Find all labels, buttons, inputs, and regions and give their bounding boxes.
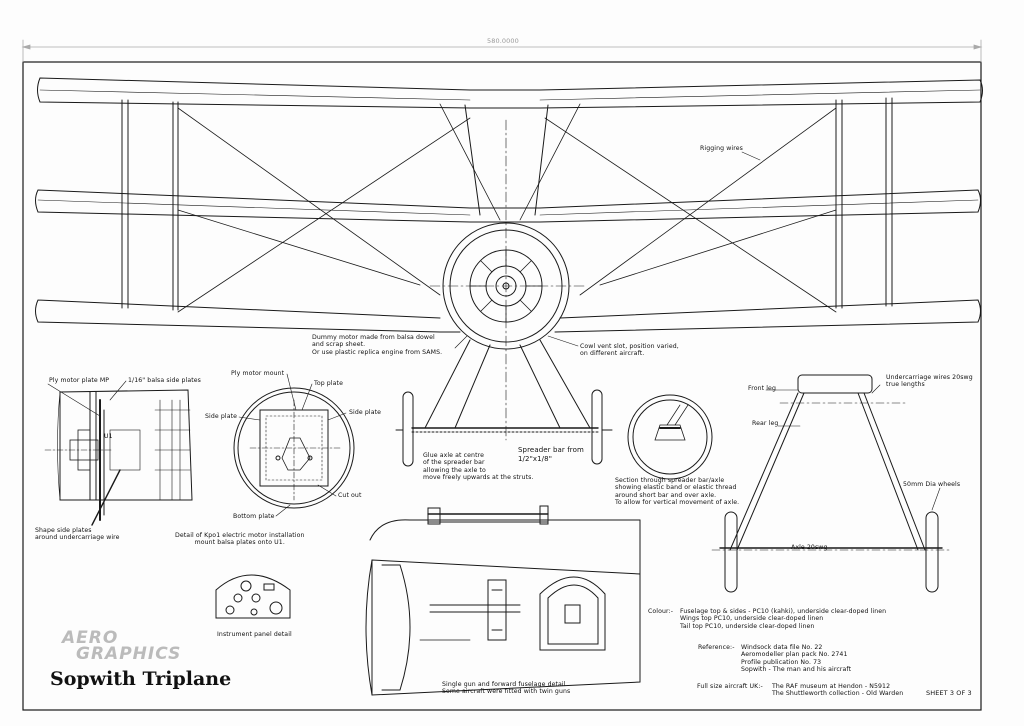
fullsize-heading: Full size aircraft UK:- [697, 683, 763, 690]
side-plate-left-label: Side plate [205, 413, 238, 420]
instrument-panel-label: Instrument panel detail [217, 631, 292, 638]
u1-label: U1 [104, 433, 113, 440]
cowl-vent-note: Cowl vent slot, position varied, on diff… [580, 343, 679, 358]
balsa-side-plates-label: 1/16" balsa side plates [128, 377, 201, 384]
undercarriage-side-view [711, 374, 951, 593]
overall-dimension: 580.0000 [487, 37, 519, 45]
colour-heading: Colour:- [648, 608, 674, 615]
wheels-label: 50mm Dia wheels [903, 481, 961, 488]
left-wheel [402, 391, 414, 467]
bottom-wing [35, 299, 981, 333]
section-detail [627, 394, 713, 480]
sheet-border [22, 61, 982, 711]
colour-notes: Fuselage top & sides - PC10 (kahki), und… [680, 608, 887, 630]
reference-notes: Windsock data file No. 22 Aeromodeller p… [741, 644, 852, 674]
side-plate-right-label: Side plate [349, 409, 382, 416]
fullsize-notes: The RAF museum at Hendon - N5912 The Shu… [772, 683, 904, 698]
glue-axle-note: Glue axle at centre of the spreader bar … [423, 452, 534, 482]
front-leg-label: Front leg [748, 385, 776, 392]
spreader-bar-note: Spreader bar from 1/2"x1/8" [518, 446, 584, 463]
section-note: Section through spreader bar/axle showin… [615, 477, 740, 507]
sheet-number: SHEET 3 OF 3 [926, 689, 972, 697]
ply-motor-plate-label: Ply motor plate MP [49, 377, 110, 384]
shape-side-plates-note: Shape side plates around undercarriage w… [35, 527, 120, 542]
dummy-motor-note: Dummy motor made from balsa dowel and sc… [312, 334, 443, 356]
aero-graphics-logo: AERO GRAPHICS [62, 628, 182, 664]
ply-motor-mount-label: Ply motor mount [231, 370, 285, 377]
rear-leg-label: Rear leg [752, 420, 779, 427]
top-plate-label: Top plate [314, 380, 343, 387]
motor-install-detail-note: Detail of Kpo1 electric motor installati… [175, 532, 305, 547]
top-wing [37, 77, 983, 109]
gun-side-detail [369, 505, 641, 621]
rigging-wires [177, 103, 837, 313]
uc-right-wheel [925, 511, 939, 593]
rigging-wires-label: Rigging wires [700, 145, 743, 152]
motor-mount-side-view [44, 380, 193, 526]
cut-out-label: Cut out [338, 492, 362, 499]
front-undercarriage [395, 339, 613, 467]
undercarriage-wires-note: Undercarriage wires 20swg true lengths [886, 374, 973, 389]
gun-detail-note: Single gun and forward fuselage detail S… [442, 681, 571, 696]
overall-dimension-line [21, 39, 983, 63]
instrument-panel [215, 574, 291, 619]
middle-wing [35, 189, 981, 223]
forward-fuselage-plan [365, 559, 641, 696]
front-view-triplane [35, 77, 983, 467]
right-wheel [591, 389, 603, 465]
bottom-plate-label: Bottom plate [233, 513, 275, 520]
reference-heading: Reference:- [698, 644, 735, 651]
plan-title: Sopwith Triplane [50, 668, 232, 690]
motor-mount-front-view [233, 373, 355, 517]
uc-left-wheel [724, 511, 738, 593]
axle-label: Axle 20swg [791, 544, 828, 551]
